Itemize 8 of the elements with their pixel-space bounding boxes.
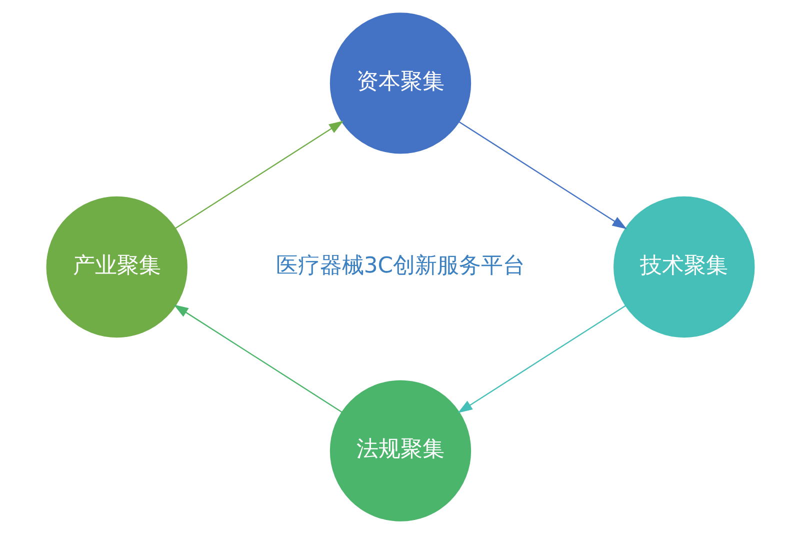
arrow bbox=[458, 121, 626, 230]
node-circle: 技术聚集 bbox=[613, 196, 754, 338]
arrow bbox=[457, 305, 626, 413]
arrow bbox=[173, 304, 342, 412]
node-circle: 法规聚集 bbox=[329, 380, 471, 522]
label: 医疗器械3C创新服务平台 bbox=[275, 253, 525, 278]
node-circle: 产业聚集 bbox=[46, 196, 187, 338]
arrow bbox=[174, 120, 344, 229]
